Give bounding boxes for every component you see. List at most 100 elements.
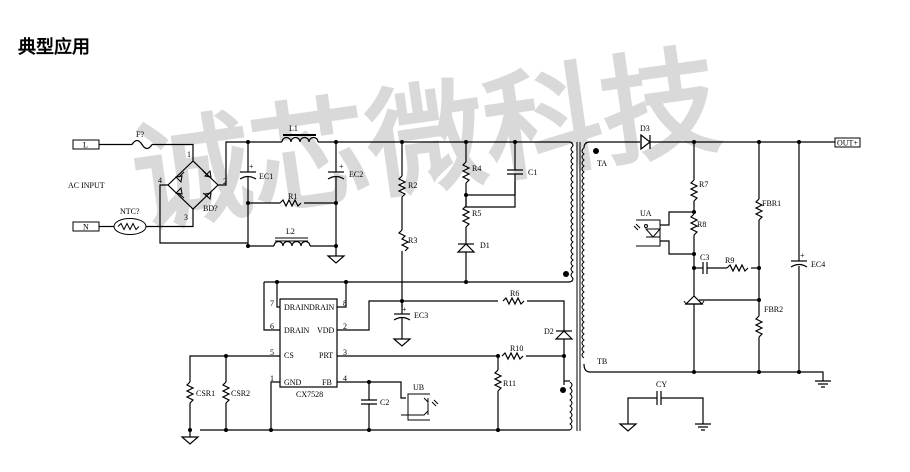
connector-l: L <box>72 139 100 150</box>
l1-label: L1 <box>289 124 298 133</box>
resistor-r5 <box>461 205 471 228</box>
svg-text:DRAIN: DRAIN <box>284 326 310 335</box>
resistor-r1 <box>279 198 302 208</box>
svg-text:7: 7 <box>270 299 274 308</box>
resistor-r8 <box>689 213 699 236</box>
connector-n: N <box>72 221 100 232</box>
section-title: 典型应用 <box>18 37 90 58</box>
resistor-r2 <box>397 175 407 198</box>
r11-label: R11 <box>503 379 516 388</box>
r3-label: R3 <box>408 236 417 245</box>
r9-label: R9 <box>725 256 734 265</box>
r8-label: R8 <box>697 220 706 229</box>
svg-text:3: 3 <box>343 348 347 357</box>
fuse-label: F? <box>136 130 144 139</box>
bridge-label: BD? <box>203 204 218 213</box>
fbr1-label: FBR1 <box>762 199 781 208</box>
ua-label: UA <box>640 209 652 218</box>
resistor-csr1 <box>185 381 195 404</box>
connector-l-label: L <box>83 141 88 150</box>
svg-text:PRT: PRT <box>319 351 333 360</box>
transformer-secondary-winding <box>581 147 585 359</box>
connector-out-label: OUT+ <box>837 139 858 148</box>
resistor-r11 <box>493 369 503 392</box>
svg-text:2: 2 <box>223 177 227 186</box>
earth-ground-icon <box>815 380 831 388</box>
r2-label: R2 <box>408 181 417 190</box>
svg-text:CS: CS <box>284 351 294 360</box>
optocoupler-ub <box>401 393 439 421</box>
r10-label: R10 <box>510 344 523 353</box>
d2-label: D2 <box>544 327 554 336</box>
resistor-r3 <box>397 229 410 252</box>
svg-text:4: 4 <box>343 374 347 383</box>
svg-text:5: 5 <box>270 348 274 357</box>
fbr2-label: FBR2 <box>764 305 783 314</box>
tb-label: TB <box>597 357 607 366</box>
svg-text:1: 1 <box>187 150 191 159</box>
inductor-l1 <box>281 134 319 143</box>
diode-d3 <box>640 133 651 151</box>
capacitor-ec4: + <box>790 251 808 268</box>
connector-out: OUT+ <box>834 137 861 148</box>
svg-text:6: 6 <box>270 322 274 331</box>
ec2-label: EC2 <box>349 170 363 179</box>
ec4-label: EC4 <box>811 260 825 269</box>
ntc-label: NTC? <box>120 207 140 216</box>
capacitor-ec2: + <box>327 162 345 180</box>
transformer-primary-winding <box>570 145 574 279</box>
bridge-rectifier: 1 2 3 4 <box>158 150 227 222</box>
csr2-label: CSR2 <box>231 389 250 398</box>
resistor-r7 <box>689 179 699 202</box>
ic-cx7528: DRAIN DRAIN DRAIN VDD CS PRT GND FB 7 8 … <box>270 298 347 388</box>
capacitor-c1 <box>507 169 523 175</box>
resistor-r9 <box>726 263 749 273</box>
r1-label: R1 <box>288 192 297 201</box>
resistor-fbr1 <box>754 198 764 221</box>
ground-icon <box>326 255 346 264</box>
optocoupler-ua <box>633 219 662 247</box>
capacitor-c2 <box>361 399 377 405</box>
svg-text:VDD: VDD <box>317 326 335 335</box>
earth-ground-icon <box>695 423 711 431</box>
ta-label: TA <box>597 159 607 168</box>
ground-icon <box>618 423 638 432</box>
cy-label: CY <box>656 380 667 389</box>
c2-label: C2 <box>380 398 389 407</box>
r4-label: R4 <box>472 164 481 173</box>
fuse-symbol <box>131 139 153 150</box>
connector-n-label: N <box>83 223 89 232</box>
resistor-csr2 <box>221 381 231 404</box>
inductor-l2 <box>273 237 311 247</box>
svg-text:+: + <box>339 162 344 171</box>
resistor-r10 <box>501 351 524 361</box>
ntc-thermistor <box>113 218 147 235</box>
d1-label: D1 <box>480 241 490 250</box>
svg-text:+: + <box>249 162 254 171</box>
r6-label: R6 <box>510 289 519 298</box>
ec3-label: EC3 <box>414 311 428 320</box>
resistor-r4 <box>461 161 471 184</box>
r7-label: R7 <box>699 180 708 189</box>
svg-text:GND: GND <box>284 378 302 387</box>
l2-label: L2 <box>286 227 295 236</box>
svg-text:FB: FB <box>322 378 332 387</box>
svg-text:2: 2 <box>343 322 347 331</box>
svg-text:8: 8 <box>343 299 347 308</box>
ub-label: UB <box>413 383 424 392</box>
csr1-label: CSR1 <box>196 389 215 398</box>
svg-text:DRAIN: DRAIN <box>309 303 335 312</box>
transformer-core <box>576 142 581 431</box>
capacitor-cy <box>656 391 662 405</box>
ic-name: CX7528 <box>296 390 323 399</box>
svg-text:3: 3 <box>184 213 188 222</box>
c1-label: C1 <box>528 168 537 177</box>
resistor-fbr2 <box>754 315 764 338</box>
r5-label: R5 <box>472 209 481 218</box>
d3-label: D3 <box>640 124 650 133</box>
svg-text:4: 4 <box>158 176 162 185</box>
c3-label: C3 <box>700 253 709 262</box>
ground-icon <box>392 338 412 347</box>
transformer-aux-winding <box>569 381 573 431</box>
